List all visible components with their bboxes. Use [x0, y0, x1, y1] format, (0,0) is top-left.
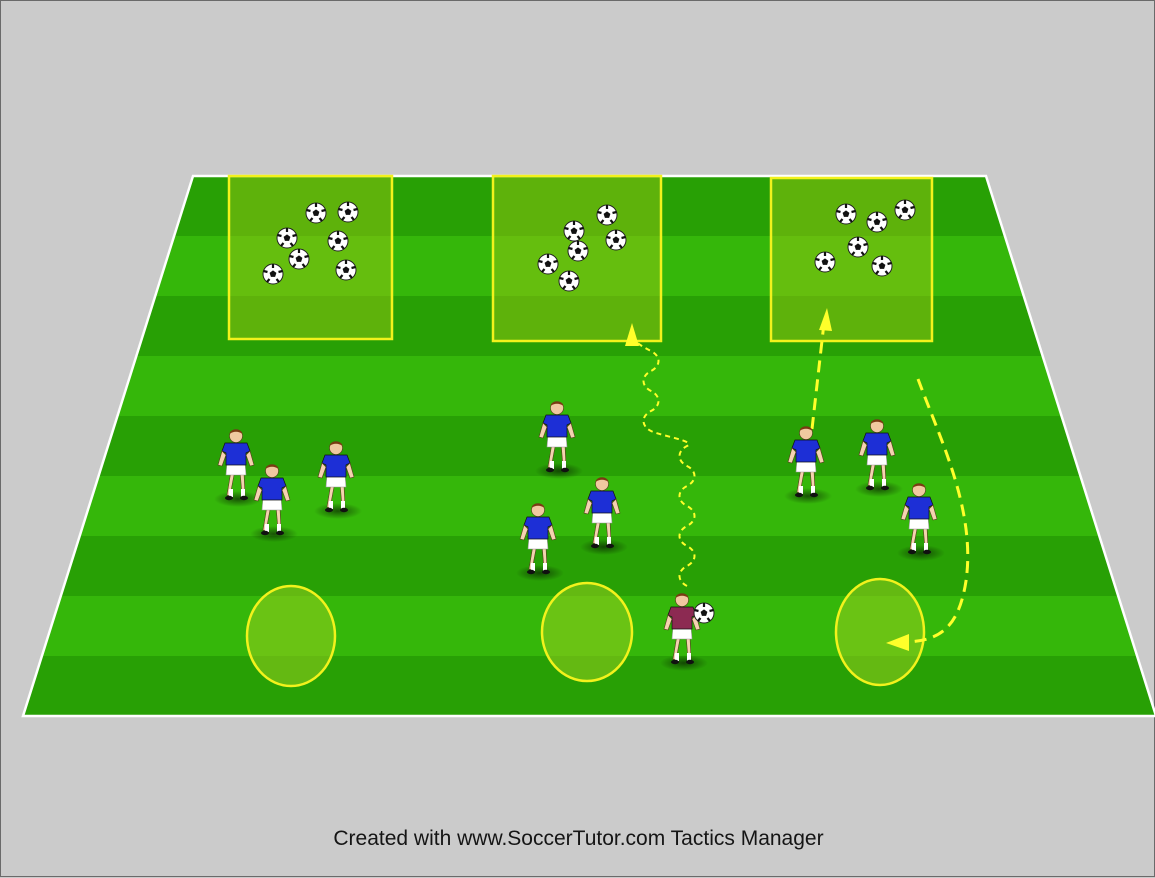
left-ball-zone	[229, 176, 392, 339]
soccer-ball	[289, 249, 309, 269]
soccer-ball	[328, 231, 348, 251]
soccer-ball	[338, 202, 358, 222]
soccer-ball	[336, 260, 356, 280]
soccer-ball	[867, 212, 887, 232]
credit-text: Created with www.SoccerTutor.com Tactics…	[1, 827, 1155, 851]
left-start-circle	[247, 586, 335, 686]
soccer-ball	[815, 252, 835, 272]
soccer-ball	[277, 228, 297, 248]
soccer-ball	[597, 205, 617, 225]
soccer-ball	[694, 603, 714, 623]
soccer-ball	[538, 254, 558, 274]
pitch-stripe	[1, 356, 1155, 417]
soccer-ball	[836, 204, 856, 224]
pitch-stripe	[1, 476, 1155, 537]
soccer-ball	[606, 230, 626, 250]
right-start-circle	[836, 579, 924, 685]
soccer-ball	[895, 200, 915, 220]
soccer-ball	[872, 256, 892, 276]
center-start-circle	[542, 583, 632, 681]
soccer-ball	[564, 221, 584, 241]
soccer-ball	[848, 237, 868, 257]
soccer-ball	[559, 271, 579, 291]
soccer-ball	[263, 264, 283, 284]
soccer-ball	[568, 241, 588, 261]
soccer-ball	[306, 203, 326, 223]
